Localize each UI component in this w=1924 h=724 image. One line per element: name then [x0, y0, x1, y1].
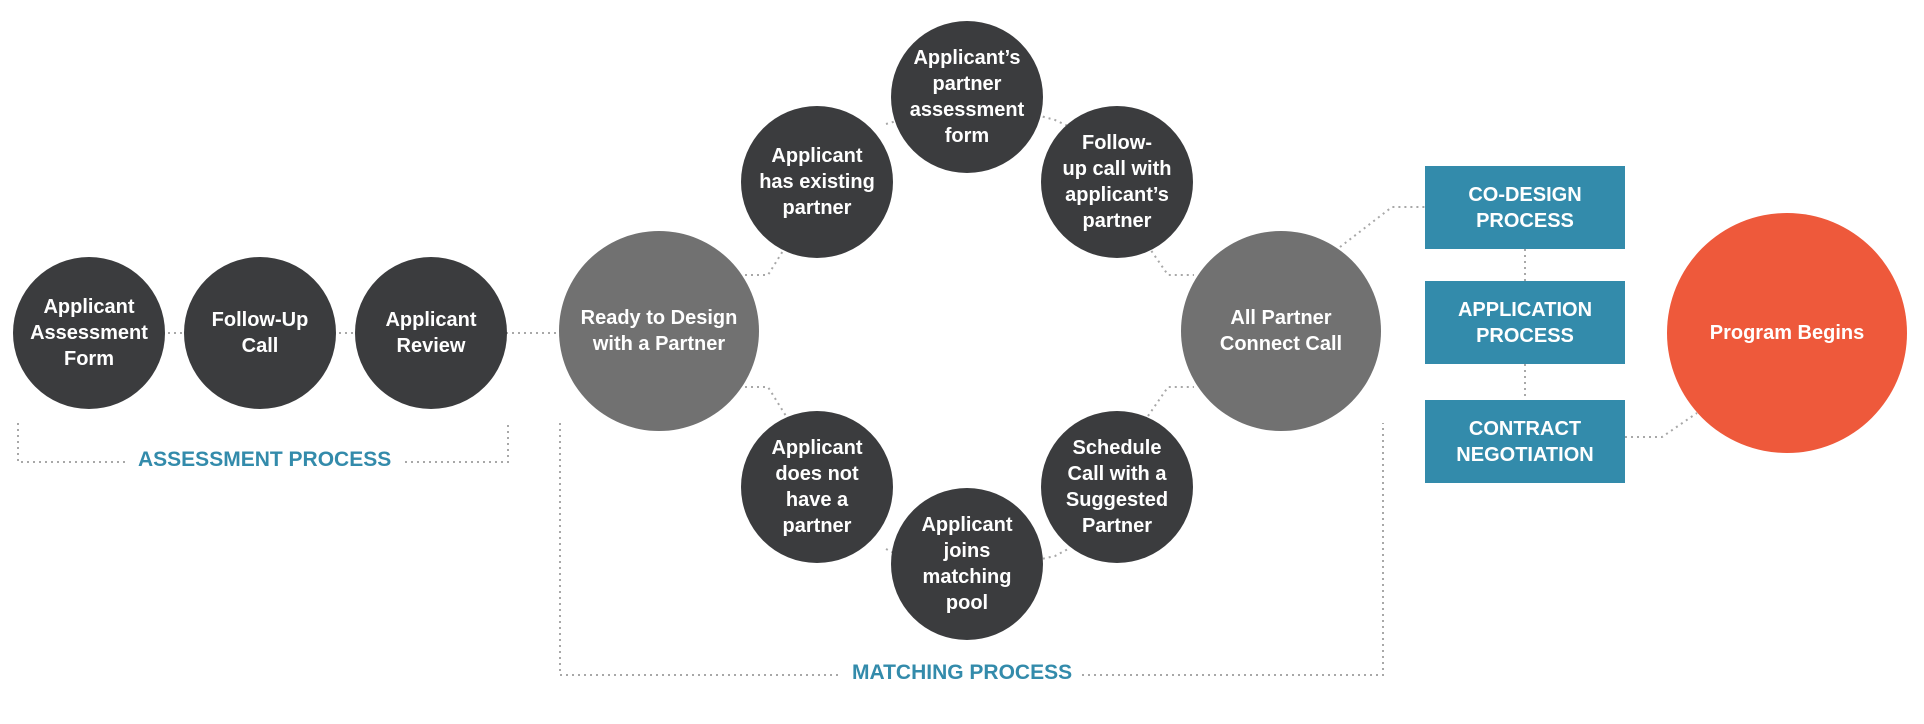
- connector-line: [1339, 206, 1425, 248]
- connector-line: [745, 386, 787, 417]
- connector-line: [1147, 245, 1194, 276]
- matching-process-label: MATCHING PROCESS: [842, 661, 1083, 685]
- node-applicant-assessment-form: Applicant Assessment Form: [13, 257, 165, 409]
- node-label: Applicant Review: [385, 309, 477, 357]
- connector-line: [1036, 548, 1069, 561]
- node-label: Follow-Up Call: [211, 309, 309, 357]
- node-applicant-has-existing-partner: Applicant has existing partner: [741, 106, 893, 258]
- box-co-design-process: CO-DESIGN PROCESS: [1425, 166, 1625, 249]
- node-label: Applicant joins matching pool: [921, 514, 1013, 614]
- matching-bracket: [559, 423, 1384, 676]
- node-applicant-no-partner: Applicant does not have a partner: [741, 411, 893, 563]
- box-contract-negotiation: CONTRACT NEGOTIATION: [1425, 400, 1625, 483]
- box-label: APPLICATION PROCESS: [1457, 298, 1593, 347]
- connector-line: [1625, 412, 1698, 438]
- box-application-process: APPLICATION PROCESS: [1425, 281, 1625, 364]
- connector-line: [1147, 386, 1194, 417]
- node-partner-assessment-form: Applicant’s partner assessment form: [891, 21, 1043, 173]
- connector-line: [745, 245, 787, 276]
- node-label: Follow- up call with applicant’s partner: [1062, 132, 1172, 232]
- node-all-partner-connect-call: All Partner Connect Call: [1181, 231, 1381, 431]
- node-applicant-review: Applicant Review: [355, 257, 507, 409]
- node-applicant-joins-matching-pool: Applicant joins matching pool: [891, 488, 1043, 640]
- node-follow-up-call-partner: Follow- up call with applicant’s partner: [1041, 106, 1193, 258]
- node-follow-up-call: Follow-Up Call: [184, 257, 336, 409]
- assessment-process-label: ASSESSMENT PROCESS: [128, 448, 402, 472]
- node-label: Applicant has existing partner: [759, 145, 875, 219]
- box-label: CO-DESIGN PROCESS: [1468, 183, 1582, 232]
- node-schedule-call: Schedule Call with a Suggested Partner: [1041, 411, 1193, 563]
- node-label: Applicant’s partner assessment form: [909, 47, 1025, 147]
- node-label: Program Begins: [1709, 322, 1865, 344]
- connector-line: [1036, 114, 1069, 127]
- node-label: All Partner Connect Call: [1219, 307, 1343, 355]
- node-label: Schedule Call with a Suggested Partner: [1065, 437, 1169, 537]
- node-program-begins: Program Begins: [1667, 213, 1907, 453]
- node-label: Applicant Assessment Form: [30, 296, 148, 370]
- node-ready-to-design: Ready to Design with a Partner: [559, 231, 759, 431]
- box-label: CONTRACT NEGOTIATION: [1456, 417, 1594, 466]
- node-label: Applicant does not have a partner: [771, 437, 863, 537]
- node-label: Ready to Design with a Partner: [580, 307, 738, 355]
